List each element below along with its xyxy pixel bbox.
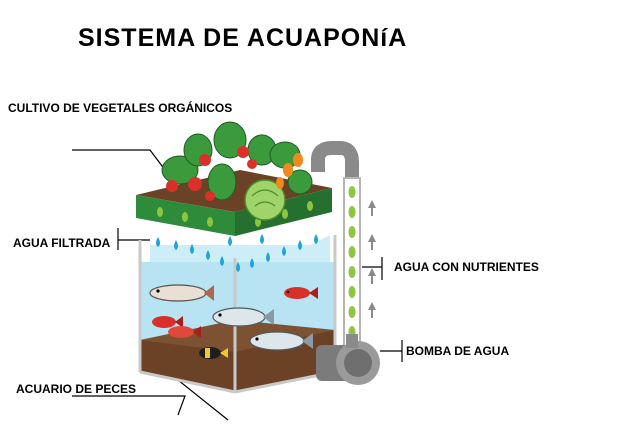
fish-red-1: [284, 287, 318, 299]
fish-red-3: [168, 326, 201, 338]
cabbage: [244, 179, 286, 221]
riser-elbow: [311, 141, 359, 180]
fish-silver-3: [249, 331, 313, 351]
tank-gravel-top: [140, 320, 335, 352]
peppers: [276, 153, 303, 189]
leader-lines: [72, 149, 403, 421]
water-pump: [316, 334, 380, 385]
diagram-title: SISTEMA DE ACUAPONíA: [78, 24, 408, 52]
fish-red-2: [152, 316, 183, 328]
fish-silver-2: [212, 307, 274, 327]
label-pump: BOMBA DE AGUA: [406, 344, 510, 358]
fish-yellow: [199, 347, 228, 359]
label-aquarium: ACUARIO DE PECES: [16, 382, 137, 396]
fish-silver-1: [149, 284, 214, 302]
pump-riser: [311, 141, 376, 347]
fish-group: [149, 284, 318, 359]
nutrient-drops: [348, 186, 356, 338]
label-vegetables: CULTIVO DE VEGETALES ORGÁNICOS: [8, 101, 233, 115]
label-filtered-water: AGUA FILTRADA: [13, 236, 111, 250]
flow-arrows: [368, 200, 376, 318]
riser-tube: [343, 177, 361, 347]
label-nutrient-water: AGUA CON NUTRIENTES: [394, 260, 539, 274]
vegetables-leader: [72, 149, 166, 171]
vegetable-plants: [161, 121, 313, 221]
aquarium-leader: [72, 395, 186, 416]
tomatoes: [166, 146, 257, 201]
filtered-water-drops: [156, 234, 318, 272]
aquarium-leader-b: [177, 379, 229, 421]
